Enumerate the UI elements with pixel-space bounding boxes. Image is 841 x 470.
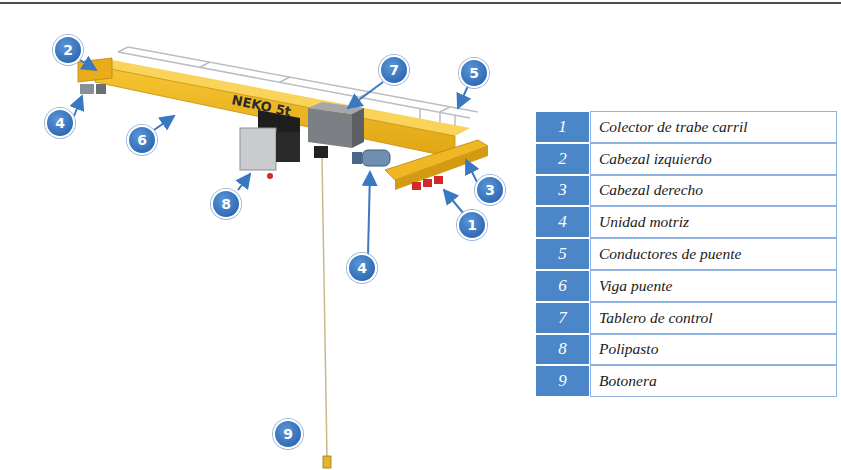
callout-number: 5 xyxy=(459,58,489,88)
table-cell: Colector de trabe carril xyxy=(590,111,837,143)
table-cell: Botonera xyxy=(590,365,837,397)
callout-number: 4 xyxy=(347,253,377,283)
table-cell: 1 xyxy=(535,111,590,143)
callout-number: 6 xyxy=(127,125,157,155)
callout-number: 7 xyxy=(379,55,409,85)
callout-number: 2 xyxy=(53,35,83,65)
table-cell: 2 xyxy=(535,143,590,175)
table-cell: Tablero de control xyxy=(590,302,837,334)
table-cell: 8 xyxy=(535,334,590,366)
table-cell: Unidad motriz xyxy=(590,206,837,238)
table-cell: Cabezal izquierdo xyxy=(590,143,837,175)
table-cell: 3 xyxy=(535,175,590,207)
callout-number: 8 xyxy=(211,189,241,219)
callout-number: 1 xyxy=(457,210,487,240)
table-cell: 9 xyxy=(535,365,590,397)
table-cell: Viga puente xyxy=(590,270,837,302)
table-cell: 4 xyxy=(535,206,590,238)
table-cell: Conductores de puente xyxy=(590,238,837,270)
table-cell: Polipasto xyxy=(590,334,837,366)
table-cell: 6 xyxy=(535,270,590,302)
callout-number: 4 xyxy=(45,108,75,138)
table-cell: 7 xyxy=(535,302,590,334)
callout-number: 3 xyxy=(475,175,505,205)
table-cell: 5 xyxy=(535,238,590,270)
table-cell: Cabezal derecho xyxy=(590,175,837,207)
callout-number: 9 xyxy=(273,419,303,449)
